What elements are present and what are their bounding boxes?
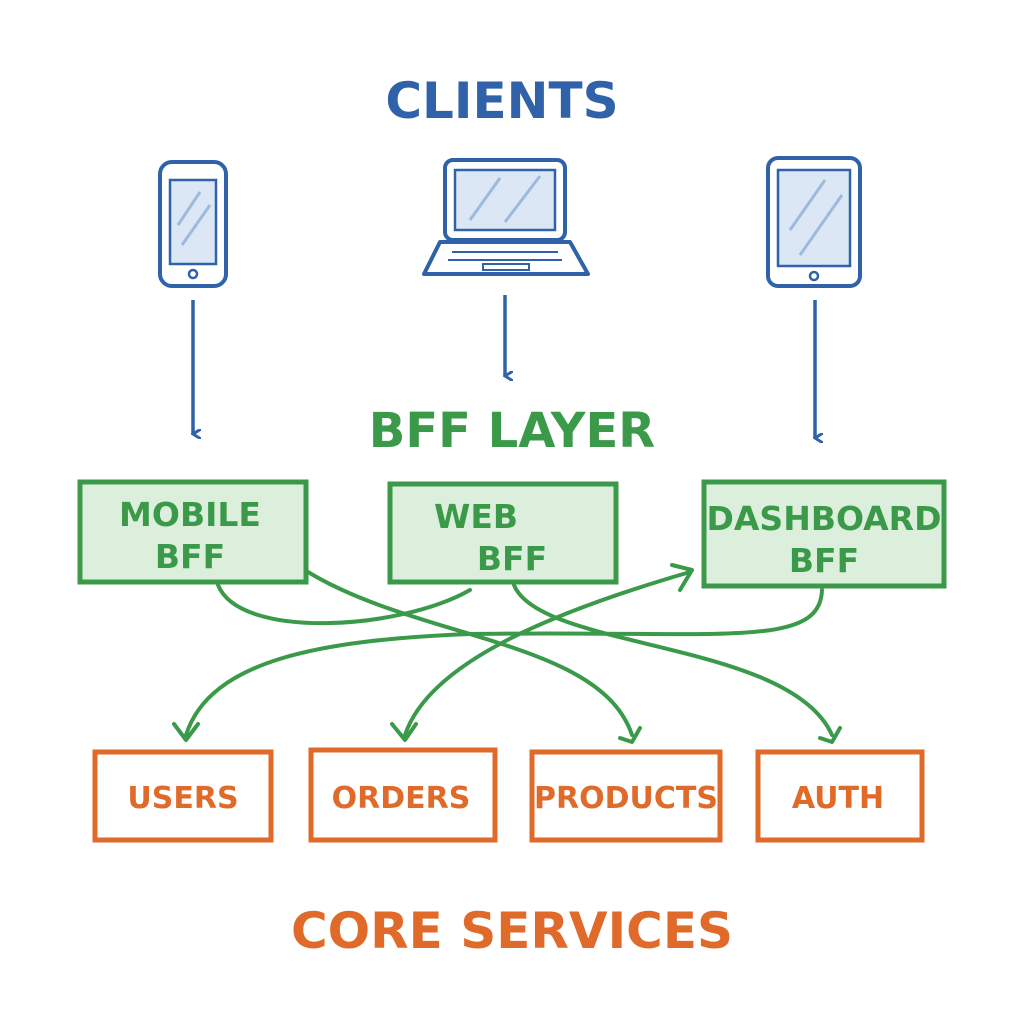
arrow-dashboard-bff-to-users: [184, 588, 824, 737]
products-label: PRODUCTS: [534, 781, 718, 816]
auth-box: AUTH: [755, 749, 925, 843]
orders-box: ORDERS: [308, 747, 498, 843]
arrow-orders-to-dashboard: [403, 570, 692, 737]
smartphone-icon: [158, 160, 228, 288]
arrowhead-products: [618, 726, 642, 744]
arrowhead-orders: [390, 722, 418, 742]
web-bff-line1: WEB: [434, 497, 518, 536]
orders-label: ORDERS: [332, 781, 471, 816]
arrowhead-dashboard: [670, 563, 694, 592]
bff-layer-title: BFF LAYER: [369, 403, 656, 459]
auth-label: AUTH: [792, 781, 884, 816]
web-bff-box: WEB BFF: [387, 481, 619, 585]
arrowhead-users: [172, 722, 200, 742]
laptop-icon: [422, 158, 590, 276]
dashboard-bff-line1: DASHBOARD: [707, 499, 942, 538]
mobile-bff-box: MOBILE BFF: [77, 479, 309, 585]
arrowhead-auth: [818, 726, 842, 744]
arrow-web-bff-to-auth: [512, 583, 834, 737]
clients-title: CLIENTS: [385, 72, 618, 130]
users-box: USERS: [92, 749, 274, 843]
users-label: USERS: [127, 781, 238, 816]
dashboard-bff-line2: BFF: [789, 541, 859, 580]
products-box: PRODUCTS: [529, 749, 723, 843]
mobile-bff-line2: BFF: [155, 537, 225, 576]
tablet-icon: [766, 156, 862, 288]
core-services-title: CORE SERVICES: [291, 902, 733, 960]
arrow-mobile-bff-to-products: [306, 570, 634, 737]
web-bff-line2: BFF: [477, 539, 547, 578]
dashboard-bff-box: DASHBOARD BFF: [701, 479, 947, 589]
mobile-bff-line1: MOBILE: [119, 495, 261, 534]
arrow-mobile-bff-curve: [216, 583, 472, 626]
